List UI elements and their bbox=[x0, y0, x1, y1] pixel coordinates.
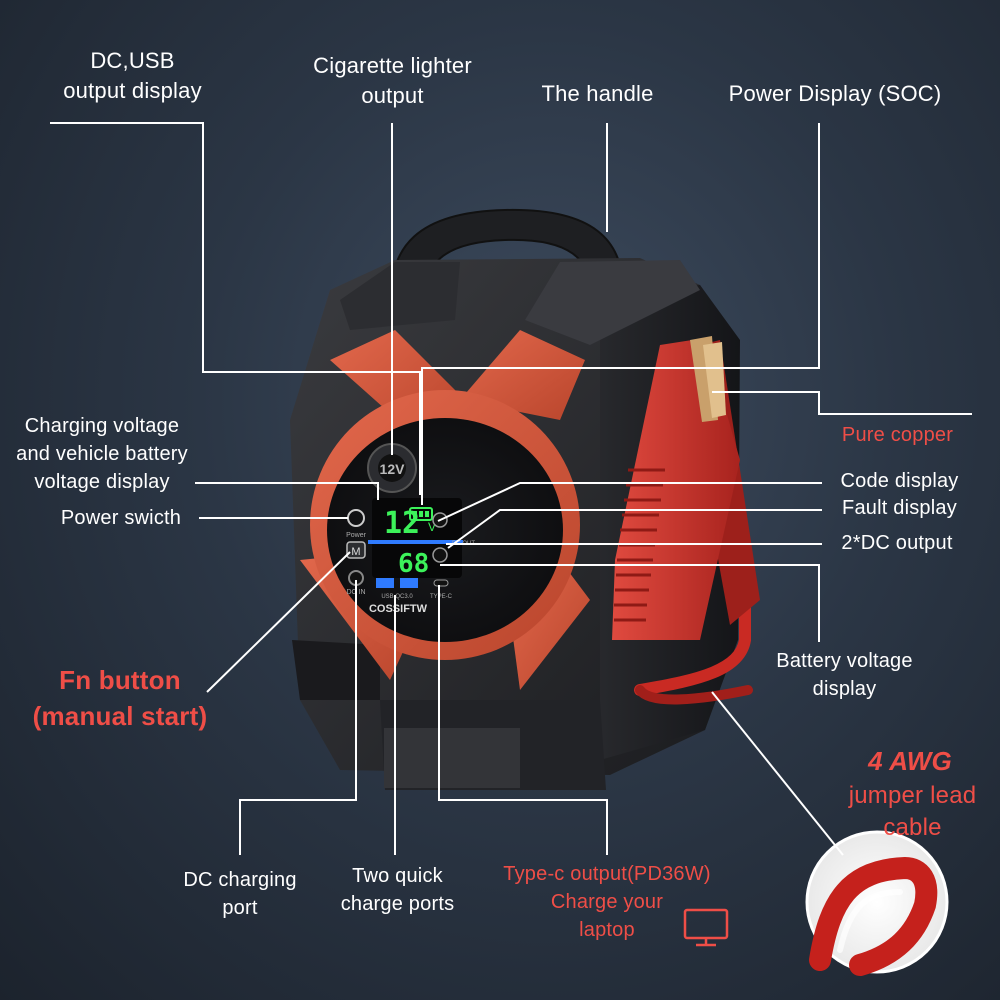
callout-copper bbox=[712, 391, 972, 415]
power-button-label: Power bbox=[346, 532, 367, 539]
jumper-cable bbox=[634, 594, 751, 696]
brand-logo: COSSIFTW bbox=[369, 603, 428, 615]
lcd-unit: V bbox=[428, 520, 436, 534]
label-dc-usb-display: DC,USB output display bbox=[63, 48, 202, 103]
label-code-display: Code display bbox=[840, 470, 959, 492]
usb-label: USB QC3.0 bbox=[381, 594, 413, 600]
monitor-icon bbox=[683, 908, 729, 947]
callout-fault-display bbox=[447, 509, 822, 549]
label-pure-copper: Pure copper bbox=[841, 424, 954, 446]
typec-label: TYPE-C bbox=[430, 594, 453, 600]
usb-port-1 bbox=[376, 578, 394, 588]
label-dc-charging-port: DC charging port bbox=[183, 869, 297, 919]
label-typec-output: Type-c output(PD36W) Charge your laptop bbox=[503, 863, 711, 941]
label-handle: The handle bbox=[541, 81, 654, 106]
dc-out-port-2 bbox=[432, 547, 448, 563]
typec-port bbox=[433, 579, 449, 587]
label-power-display: Power Display (SOC) bbox=[728, 81, 942, 106]
fn-button-label: M bbox=[351, 546, 360, 558]
callout-typec bbox=[438, 585, 608, 855]
fn-button bbox=[346, 541, 366, 559]
label-battery-voltage: Battery voltage display bbox=[776, 650, 913, 700]
callout-dc-usb bbox=[50, 122, 421, 495]
callout-dc-charging bbox=[239, 580, 357, 855]
usb-port-2 bbox=[400, 578, 418, 588]
label-fault-display: Fault display bbox=[842, 497, 957, 519]
label-awg: 4 AWG bbox=[868, 746, 952, 776]
label-quick-charge-ports: Two quick charge ports bbox=[340, 865, 455, 915]
label-cigarette-lighter: Cigarette lighter output bbox=[313, 53, 472, 108]
label-jumper-cable: jumper lead cable bbox=[848, 782, 977, 841]
callout-charging-voltage bbox=[195, 482, 379, 500]
callout-cable bbox=[711, 691, 844, 856]
callout-soc bbox=[421, 123, 820, 505]
socket-label: 12V bbox=[380, 461, 406, 477]
label-power-switch: Power swicth bbox=[60, 507, 182, 529]
lcd-bottom-readout: 68 bbox=[398, 549, 429, 579]
callout-fn-button bbox=[206, 551, 351, 693]
callout-code-display bbox=[437, 482, 822, 522]
label-fn-button: Fn button (manual start) bbox=[32, 665, 208, 731]
label-dc-output: 2*DC output bbox=[841, 532, 953, 554]
soc-battery-indicator bbox=[409, 507, 433, 521]
callout-battery-voltage bbox=[440, 564, 820, 642]
label-charging-voltage: Charging voltage and vehicle battery vol… bbox=[16, 415, 188, 493]
